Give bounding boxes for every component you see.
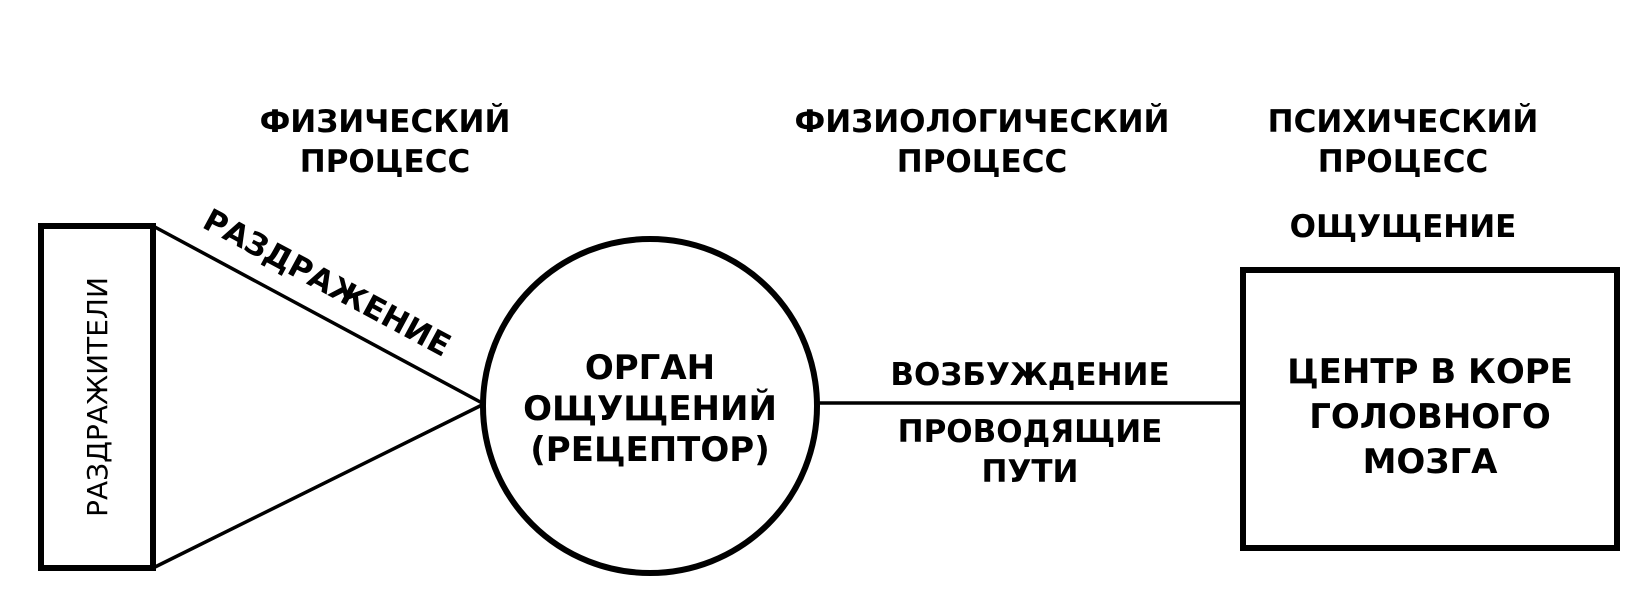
brain-center-label-line2: ГОЛОВНОГО xyxy=(1309,397,1551,437)
stimuli-box xyxy=(38,223,156,571)
heading-physical-line1: ФИЗИЧЕСКИЙ xyxy=(260,104,511,140)
receptor-label-line3: (РЕЦЕПТОР) xyxy=(530,430,769,470)
brain-center-label-line3: МОЗГА xyxy=(1363,442,1499,482)
brain-center-label-line1: ЦЕНТР В КОРЕ xyxy=(1287,352,1573,392)
excitation-label: ВОЗБУЖДЕНИЕ xyxy=(890,357,1169,393)
pathways-label-line1: ПРОВОДЯЩИЕ xyxy=(898,414,1163,450)
receptor-label-line1: ОРГАН xyxy=(585,348,715,388)
heading-physical-line2: ПРОЦЕСС xyxy=(300,144,470,180)
heading-psychic-line2: ПРОЦЕСС xyxy=(1318,144,1488,180)
heading-psychic-line1: ПСИХИЧЕСКИЙ xyxy=(1268,104,1539,140)
heading-physiological-line1: ФИЗИОЛОГИЧЕСКИЙ xyxy=(794,104,1169,140)
irritation-line-top xyxy=(152,224,485,406)
pathways-label-line2: ПУТИ xyxy=(982,454,1079,490)
stimuli-label: РАЗДРАЖИТЕЛИ xyxy=(81,277,114,517)
receptor-circle xyxy=(480,236,820,576)
sensation-label: ОЩУЩЕНИЕ xyxy=(1290,209,1517,245)
irritation-line-bottom xyxy=(152,402,485,570)
brain-center-box xyxy=(1240,267,1620,551)
irritation-label: РАЗДРАЖЕНИЕ xyxy=(197,202,456,364)
heading-physiological-line2: ПРОЦЕСС xyxy=(897,144,1067,180)
receptor-label-line2: ОЩУЩЕНИЙ xyxy=(523,388,777,429)
